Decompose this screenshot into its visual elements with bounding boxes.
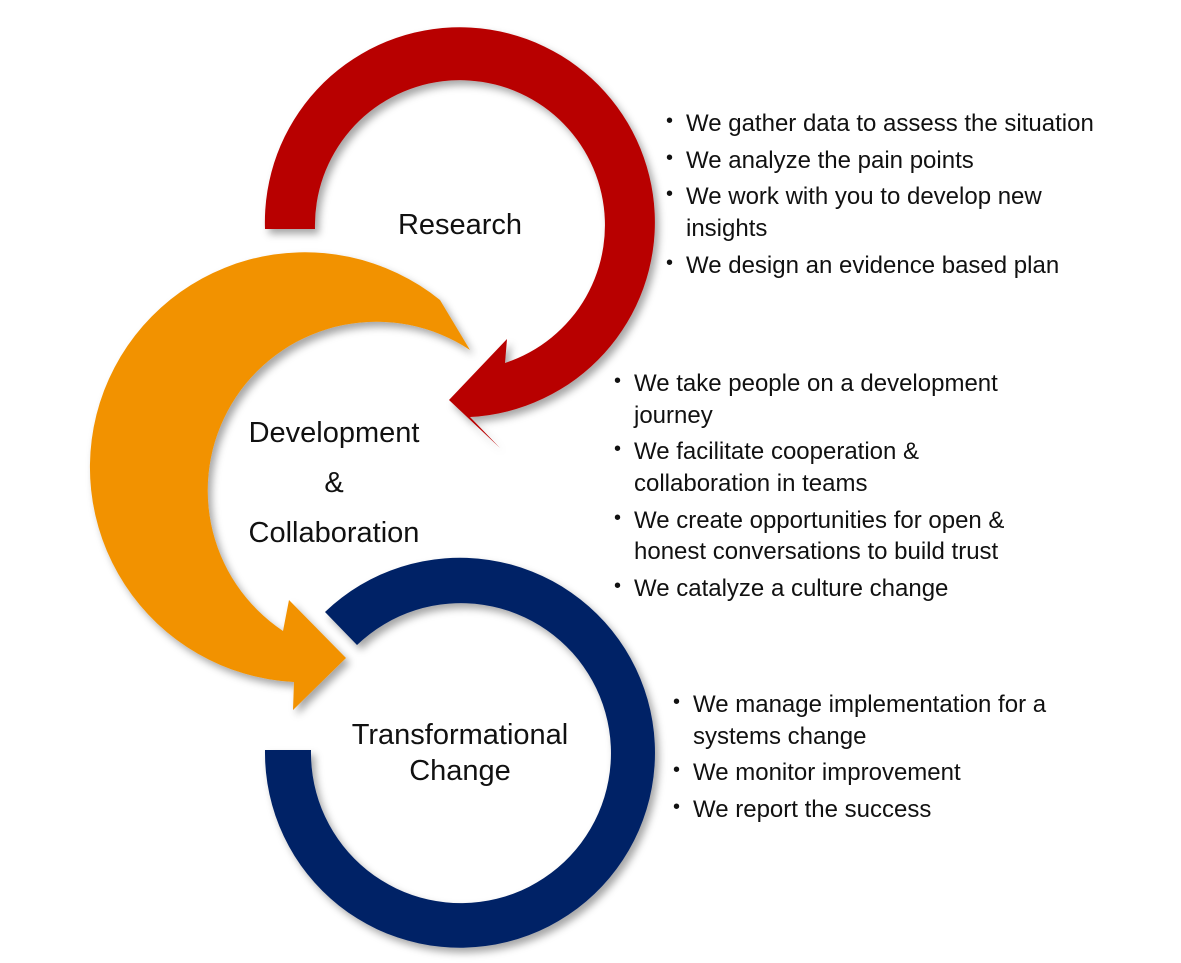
- transformation-label: Transformational Change: [330, 717, 590, 789]
- list-item: We catalyze a culture change: [614, 573, 1064, 605]
- list-item: We gather data to assess the situation: [666, 108, 1156, 140]
- list-item: We monitor improvement: [673, 757, 1093, 789]
- transformation-label-line-1: Transformational: [351, 719, 569, 751]
- research-label-text: Research: [397, 209, 523, 241]
- list-item: We work with you to develop new insights: [666, 181, 1106, 244]
- list-item: We create opportunities for open & hones…: [614, 505, 1064, 568]
- development-label-line-3: Collaboration: [248, 517, 420, 549]
- list-item: We facilitate cooperation & collaboratio…: [614, 436, 994, 499]
- development-label-line-2: &: [324, 467, 344, 499]
- list-item: We take people on a development journey: [614, 368, 1054, 431]
- research-bullets: We gather data to assess the situation W…: [666, 108, 1156, 286]
- development-label-line-1: Development: [248, 417, 420, 449]
- list-item: We analyze the pain points: [666, 145, 1156, 177]
- development-arrow: [89, 252, 470, 710]
- development-bullets: We take people on a development journey …: [614, 368, 1064, 610]
- research-arrow: [264, 27, 655, 448]
- list-item: We report the success: [673, 794, 1093, 826]
- list-item: We manage implementation for a systems c…: [673, 689, 1093, 752]
- research-label: Research: [360, 208, 560, 243]
- development-label: Development & Collaboration: [224, 408, 444, 558]
- transformation-label-line-2: Change: [409, 755, 511, 787]
- list-item: We design an evidence based plan: [666, 250, 1156, 282]
- transformation-bullets: We manage implementation for a systems c…: [673, 689, 1093, 831]
